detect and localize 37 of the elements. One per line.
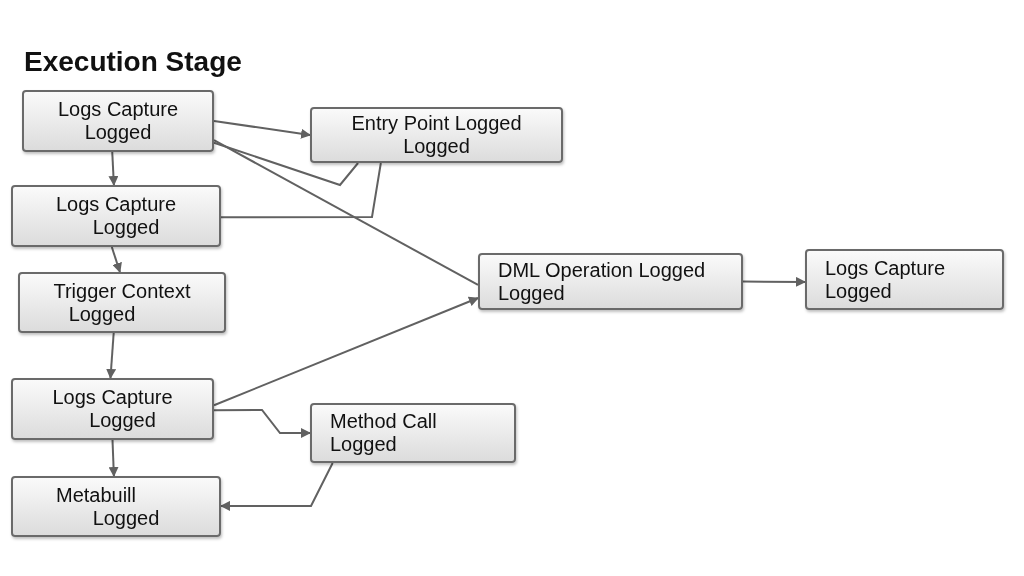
node-label: Logs Capture	[54, 193, 178, 216]
connector-arrow	[108, 151, 119, 186]
process-box	[310, 403, 516, 463]
node-label: Logs Capture	[56, 98, 180, 121]
node-label: Trigger Context	[52, 279, 192, 303]
process-box	[478, 253, 743, 310]
process-box	[11, 378, 214, 440]
status-text: Logged	[91, 216, 161, 239]
process-box	[11, 185, 221, 247]
node-label: Metabuill	[54, 483, 137, 507]
diagram-title: Execution Stage	[24, 46, 242, 78]
connector-arrow	[213, 409, 311, 438]
process-box	[18, 272, 226, 333]
connector-arrow	[110, 246, 122, 273]
connector-arrow	[213, 296, 479, 407]
connector-arrow	[213, 120, 311, 139]
status-text: Logged	[67, 302, 137, 326]
status-text: Logged	[91, 506, 161, 530]
node-label: Logs Capture	[825, 256, 947, 280]
connector-arrow	[106, 332, 117, 379]
node-label: DML Operation Logged	[498, 258, 707, 282]
process-box	[310, 107, 563, 163]
node-label: Method Call	[330, 410, 438, 433]
status-text: Logged	[498, 281, 566, 305]
connector-arrow	[108, 439, 119, 477]
status-text: Logged	[402, 135, 471, 158]
process-box	[11, 476, 221, 537]
connector-arrow	[742, 276, 806, 287]
process-box	[22, 90, 214, 152]
status-text: Logged	[88, 409, 157, 432]
node-label: Entry Point Logged	[350, 112, 523, 135]
node-label: Logs Capture	[51, 386, 174, 409]
process-box	[805, 249, 1004, 310]
status-text: Logged	[330, 433, 398, 456]
connector-arrow	[220, 462, 334, 511]
status-text: Logged	[825, 279, 893, 303]
status-text: Logged	[83, 121, 153, 144]
